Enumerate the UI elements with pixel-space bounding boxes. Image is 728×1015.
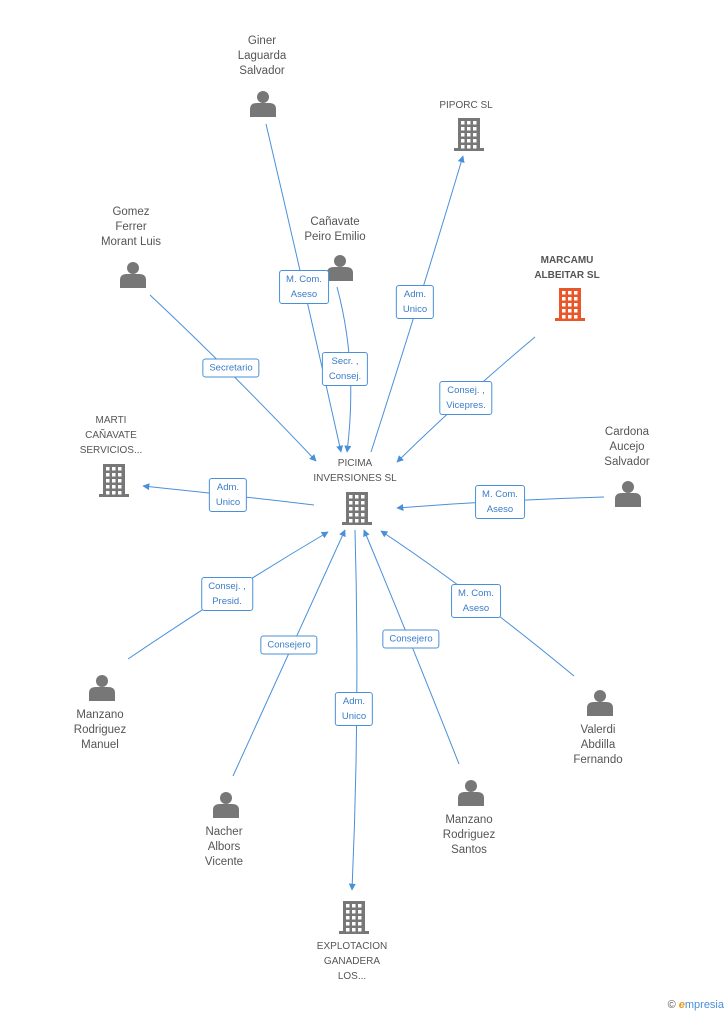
relation-label-canavate[interactable]: Secr. , Consej. [321, 352, 369, 386]
node-label-center[interactable]: PICIMA INVERSIONES SL [313, 458, 397, 484]
node-label-giner[interactable]: Giner Laguarda Salvador [237, 35, 287, 77]
node-label-piporc[interactable]: PIPORC SL [439, 100, 493, 111]
valerdi-person-icon[interactable] [587, 690, 613, 716]
node-label-valerdi[interactable]: Valerdi Abdilla Fernando [573, 724, 623, 766]
empresia-footer[interactable]: © empresia [668, 999, 724, 1011]
relation-label-valerdi[interactable]: M. Com. Aseso [451, 584, 501, 618]
cardona-person-icon[interactable] [615, 481, 641, 507]
relation-label-gomez[interactable]: Secretario [202, 358, 260, 378]
manzano-m-person-icon[interactable] [89, 675, 115, 701]
node-label-explotacion[interactable]: EXPLOTACION GANADERA LOS... [316, 941, 388, 982]
relation-label-giner[interactable]: M. Com. Aseso [279, 270, 329, 304]
node-label-nacher[interactable]: Nacher Albors Vicente [204, 826, 244, 868]
edge-gomez [149, 294, 317, 462]
relation-label-piporc[interactable]: Adm. Unico [395, 285, 435, 319]
copyright-symbol: © [667, 999, 676, 1011]
brand-initial: e [678, 999, 685, 1011]
node-label-gomez[interactable]: Gomez Ferrer Morant Luis [100, 206, 162, 248]
node-label-canavate[interactable]: Cañavate Peiro Emilio [304, 216, 366, 243]
node-label-marcamu[interactable]: MARCAMU ALBEITAR SL [534, 255, 600, 281]
relation-label-explotacion[interactable]: Adm. Unico [334, 692, 374, 726]
giner-person-icon[interactable] [250, 91, 276, 117]
relation-label-nacher[interactable]: Consejero [260, 635, 318, 655]
node-label-marti[interactable]: MARTI CAÑAVATE SERVICIOS... [79, 415, 143, 456]
manzano-s-person-icon[interactable] [458, 780, 484, 806]
marcamu-building-icon[interactable] [555, 288, 585, 321]
marti-building-icon[interactable] [99, 464, 129, 497]
node-label-cardona[interactable]: Cardona Aucejo Salvador [604, 426, 650, 468]
relation-label-marti[interactable]: Adm. Unico [208, 478, 248, 512]
relation-label-cardona[interactable]: M. Com. Aseso [475, 485, 525, 519]
relation-label-marcamu[interactable]: Consej. , Vicepres. [439, 381, 493, 415]
relation-label-manzano-s[interactable]: Consejero [382, 629, 440, 649]
relation-label-manzano-m[interactable]: Consej. , Presid. [201, 577, 253, 611]
canavate-person-icon[interactable] [327, 255, 353, 281]
node-label-manzano-m[interactable]: Manzano Rodriguez Manuel [73, 709, 127, 751]
gomez-person-icon[interactable] [120, 262, 146, 288]
center-building-icon[interactable] [342, 492, 372, 525]
piporc-building-icon[interactable] [454, 118, 484, 151]
explotacion-building-icon[interactable] [339, 901, 369, 934]
brand-name: mpresia [684, 999, 724, 1011]
nacher-person-icon[interactable] [213, 792, 239, 818]
node-label-manzano-s[interactable]: Manzano Rodriguez Santos [442, 814, 496, 856]
